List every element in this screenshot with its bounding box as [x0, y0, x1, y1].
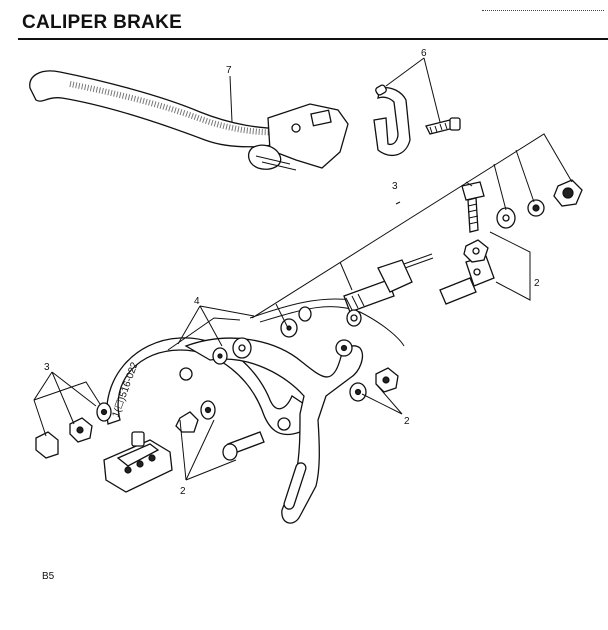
right-nut-set — [349, 367, 399, 402]
callout-left-nut-set: 3 — [44, 362, 50, 373]
page-title: CALIPER BRAKE — [22, 12, 183, 33]
left-nut-set — [35, 402, 112, 459]
caliper-assembly — [103, 337, 364, 524]
callout-clamp-bolt: 6 — [421, 48, 427, 59]
callout-cable-hardware: 3 — [392, 181, 398, 192]
page-code: B5 — [42, 571, 55, 582]
clamp-and-bolt — [373, 84, 461, 157]
leader-lines — [33, 57, 573, 481]
callout-pads-washers: 4 — [194, 296, 200, 307]
brake-lever — [29, 70, 349, 171]
title-rule — [18, 38, 608, 40]
scan-dotted-line — [482, 10, 604, 11]
callout-right-nut-set: 2 — [404, 416, 410, 427]
cable-hardware — [249, 179, 583, 347]
callout-front-bolt-set: 2 — [180, 486, 186, 497]
callout-adjuster-nuts: 2 — [534, 278, 540, 289]
callout-brake-lever: 7 — [226, 65, 232, 76]
